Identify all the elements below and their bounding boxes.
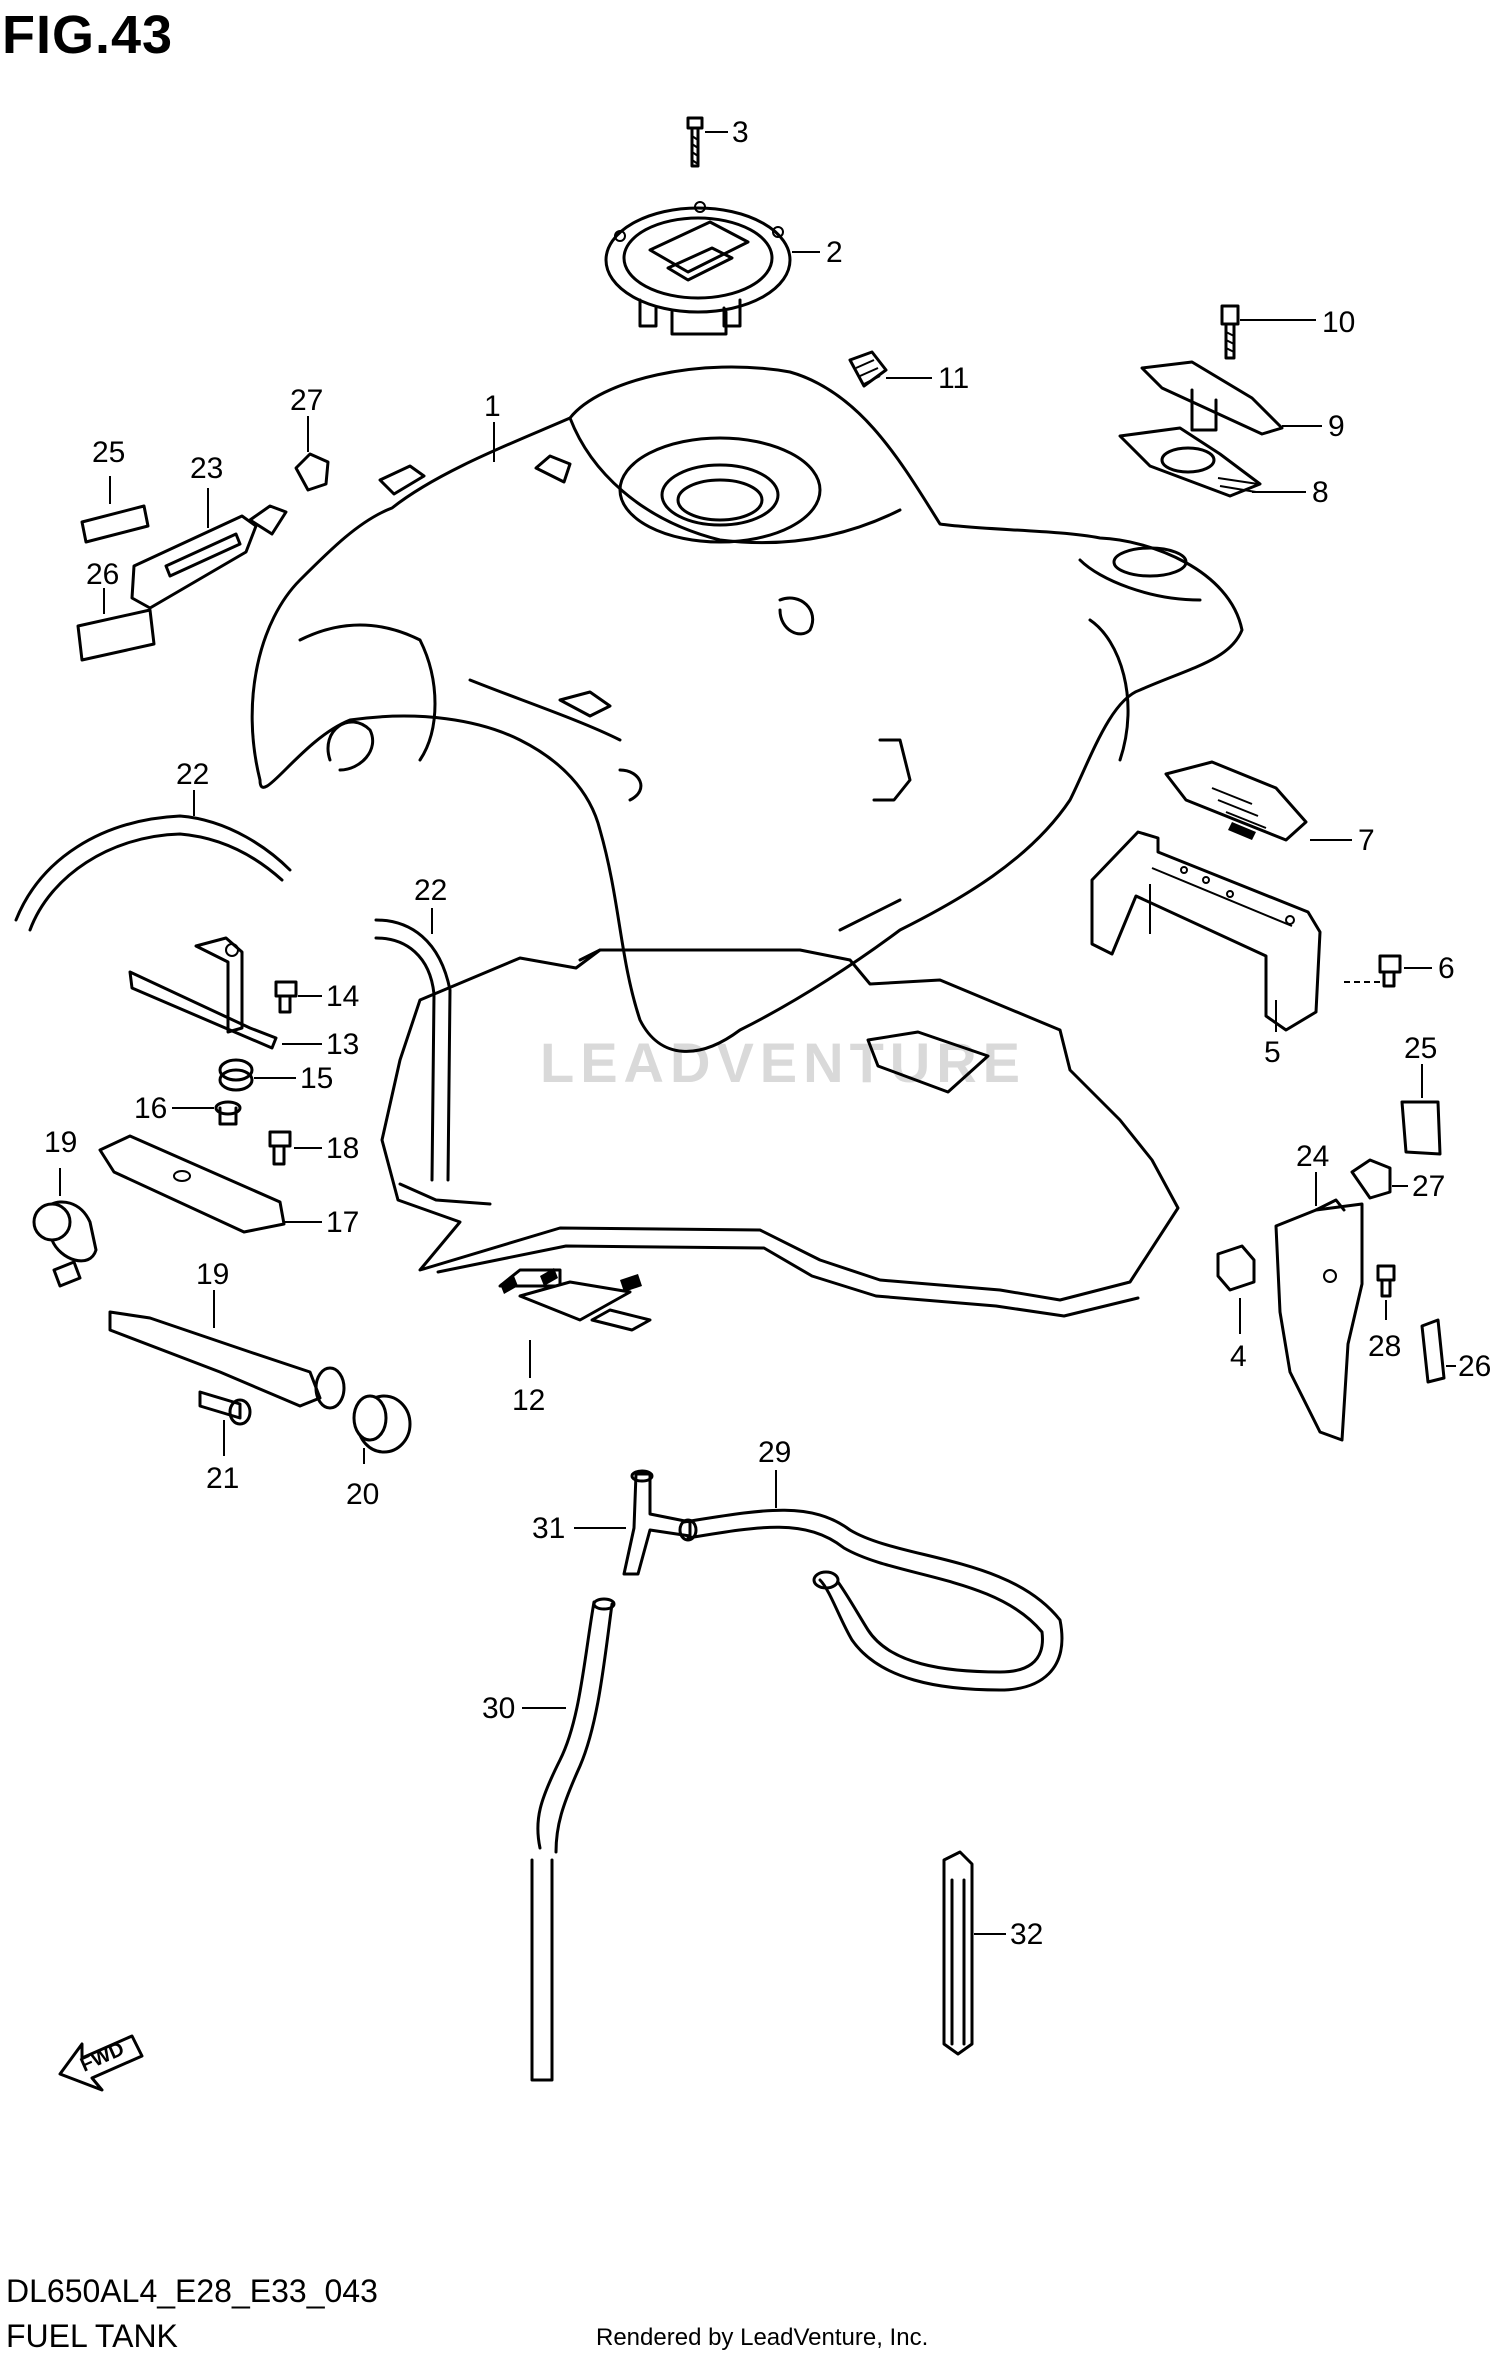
callout-26b: 26 bbox=[1458, 1350, 1491, 1383]
callout-14: 14 bbox=[326, 980, 359, 1013]
figure-code: DL650AL4_E28_E33_043 bbox=[6, 2273, 378, 2309]
callout-26a: 26 bbox=[86, 558, 119, 591]
callout-13: 13 bbox=[326, 1028, 359, 1061]
part-28-screw[interactable]: 28 bbox=[1368, 1264, 1401, 1363]
callout-20: 20 bbox=[346, 1478, 379, 1511]
callout-4: 4 bbox=[1230, 1340, 1247, 1373]
part-19-clamp[interactable]: 19 bbox=[32, 1126, 98, 1288]
part-4-clip[interactable]: 4 bbox=[1216, 1244, 1256, 1373]
callout-5: 5 bbox=[1264, 1036, 1281, 1069]
callout-3: 3 bbox=[732, 116, 749, 149]
part-7-pad[interactable]: 7 bbox=[1164, 760, 1375, 857]
part-31-t-joint[interactable]: 31 bbox=[532, 1469, 692, 1576]
callout-24: 24 bbox=[1296, 1140, 1329, 1173]
part-16-collar[interactable]: 16 bbox=[134, 1092, 242, 1126]
callout-2: 2 bbox=[826, 236, 843, 269]
callout-19b: 19 bbox=[196, 1258, 229, 1291]
part-17-plate[interactable]: 17 bbox=[98, 1134, 359, 1239]
part-22-hose-left[interactable]: 22 bbox=[14, 758, 292, 932]
callout-32: 32 bbox=[1010, 1918, 1043, 1951]
fwd-arrow-icon: FWD bbox=[58, 2034, 144, 2092]
callout-6: 6 bbox=[1438, 952, 1455, 985]
part-14-screw[interactable]: 14 bbox=[274, 980, 359, 1014]
callout-7: 7 bbox=[1358, 824, 1375, 857]
callout-25a: 25 bbox=[92, 436, 125, 469]
callout-15: 15 bbox=[300, 1062, 333, 1095]
callout-22a: 22 bbox=[176, 758, 209, 791]
part-25-label-left[interactable]: 25 bbox=[80, 436, 150, 544]
watermark: LEADVENTURE bbox=[540, 1031, 1027, 1094]
callout-10: 10 bbox=[1322, 306, 1355, 339]
part-19-strap[interactable]: 19 bbox=[108, 1258, 346, 1410]
part-22-hose-center[interactable]: 22 bbox=[374, 874, 452, 1182]
part-9-bracket[interactable]: 9 bbox=[1140, 360, 1345, 443]
part-15-grommet[interactable]: 15 bbox=[218, 1058, 333, 1095]
figure-title: FIG.43 bbox=[2, 5, 174, 65]
part-5-bracket[interactable]: 5 bbox=[1090, 830, 1322, 1069]
part-12-heat-shield[interactable]: 12 bbox=[380, 948, 1180, 1417]
callout-23: 23 bbox=[190, 452, 223, 485]
callout-9: 9 bbox=[1328, 410, 1345, 443]
callout-16: 16 bbox=[134, 1092, 167, 1125]
callout-27b: 27 bbox=[1412, 1170, 1445, 1203]
callout-31: 31 bbox=[532, 1512, 565, 1545]
part-26-sticker-left[interactable]: 26 bbox=[76, 558, 156, 662]
part-6-bolt[interactable]: 6 bbox=[1344, 952, 1455, 988]
callout-18: 18 bbox=[326, 1132, 359, 1165]
callout-27a: 27 bbox=[290, 384, 323, 417]
part-3-screw[interactable]: 3 bbox=[686, 116, 749, 168]
part-23-cover[interactable]: 23 bbox=[130, 452, 288, 610]
part-11-pad[interactable]: 11 bbox=[848, 350, 969, 395]
callout-25b: 25 bbox=[1404, 1032, 1437, 1065]
callout-30: 30 bbox=[482, 1692, 515, 1725]
part-1-fuel-tank[interactable]: 1 bbox=[250, 365, 1244, 1053]
part-2-fuel-cap[interactable]: 2 bbox=[604, 201, 843, 336]
callout-12: 12 bbox=[512, 1384, 545, 1417]
part-29-hose[interactable]: 29 bbox=[678, 1436, 1064, 1692]
rendered-by-credit: Rendered by LeadVenture, Inc. bbox=[596, 2324, 929, 2351]
figure-name: FUEL TANK bbox=[6, 2318, 178, 2354]
callout-8: 8 bbox=[1312, 476, 1329, 509]
callout-19a: 19 bbox=[44, 1126, 77, 1159]
part-32-strap[interactable]: 32 bbox=[942, 1850, 1043, 2056]
part-10-bolt[interactable]: 10 bbox=[1220, 304, 1355, 360]
callout-11: 11 bbox=[938, 362, 969, 395]
part-8-gasket[interactable]: 8 bbox=[1118, 426, 1329, 509]
part-24-cover[interactable]: 24 bbox=[1274, 1140, 1364, 1442]
part-13-stay[interactable]: 13 bbox=[128, 936, 359, 1061]
callout-21: 21 bbox=[206, 1462, 239, 1495]
part-18-screw[interactable]: 18 bbox=[268, 1130, 359, 1166]
part-27-cap-left[interactable]: 27 bbox=[290, 384, 330, 492]
callout-17: 17 bbox=[326, 1206, 359, 1239]
part-26-sticker-right[interactable]: 26 bbox=[1420, 1318, 1491, 1384]
part-30-hose[interactable]: 30 bbox=[482, 1597, 616, 2082]
callout-1: 1 bbox=[484, 390, 501, 423]
part-20-cushion[interactable]: 20 bbox=[346, 1394, 412, 1511]
callout-28: 28 bbox=[1368, 1330, 1401, 1363]
part-21-bolt[interactable]: 21 bbox=[198, 1390, 252, 1495]
part-25-label-right[interactable]: 25 bbox=[1400, 1032, 1442, 1156]
callout-22b: 22 bbox=[414, 874, 447, 907]
part-27-cap-right[interactable]: 27 bbox=[1350, 1158, 1445, 1203]
callout-29: 29 bbox=[758, 1436, 791, 1469]
